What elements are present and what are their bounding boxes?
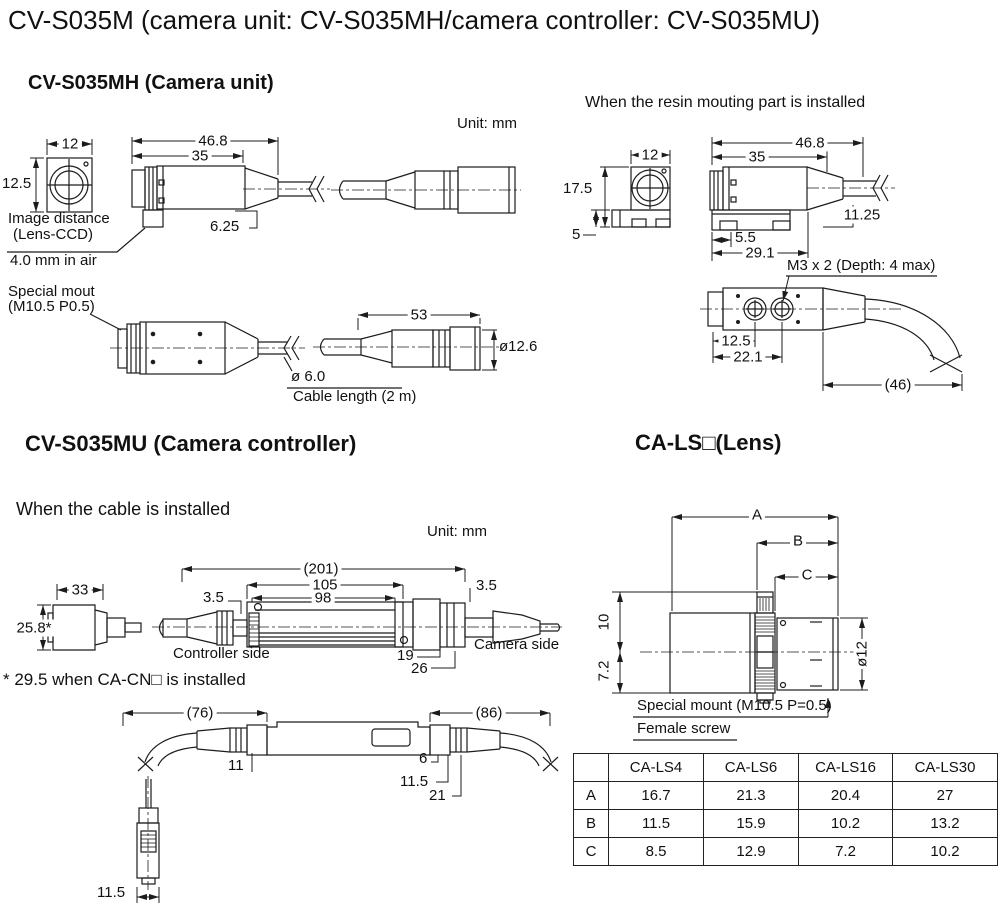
- dim-cable-6: 6: [419, 750, 428, 767]
- lens-mount-label: Special mount (M10.5 P=0.5): [637, 697, 832, 714]
- table-cell: 27: [892, 781, 998, 810]
- table-row-label: C: [573, 837, 609, 866]
- dim-resin-cable-offset: 11.25: [840, 206, 884, 224]
- dim-controller-19: 19: [397, 647, 414, 664]
- dim-lens-lower: 7.2: [595, 660, 613, 682]
- table-row-label: A: [573, 781, 609, 810]
- dim-cable-21: 21: [429, 787, 446, 804]
- table-header-cell: CA-LS30: [892, 753, 998, 782]
- dim-lens-b: B: [789, 532, 807, 550]
- dim-cable-11: 11: [228, 757, 244, 774]
- table-cell: 10.2: [798, 809, 893, 838]
- dim-resin-foot-height: 5: [572, 226, 581, 243]
- dim-cable-right-length: (86): [472, 704, 506, 722]
- dim-controller-98: 98: [311, 589, 335, 607]
- cable-length-label: Cable length (2 m): [293, 388, 417, 405]
- dim-connector-length: 53: [407, 306, 431, 324]
- screw-note-label: M3 x 2 (Depth: 4 max): [787, 257, 936, 274]
- table-header-cell: [573, 753, 609, 782]
- table-cell: 13.2: [892, 809, 998, 838]
- controller-vertical-plug-view: [136, 776, 160, 903]
- camera-side-label: Camera side: [474, 636, 560, 653]
- section-lens-heading: CA-LS□(Lens): [635, 430, 782, 455]
- controller-cable-view: [122, 710, 559, 797]
- section-camera-unit-heading: CV-S035MH (Camera unit): [28, 72, 274, 94]
- dim-side-overall: 46.8: [195, 132, 231, 150]
- table-cell: 16.7: [608, 781, 704, 810]
- camera-connector-view: [331, 166, 521, 214]
- page-title: CV-S035M (camera unit: CV-S035MH/camera …: [8, 5, 821, 35]
- dim-controller-105: 105: [309, 576, 341, 594]
- table-cell: 15.9: [703, 809, 799, 838]
- resin-bottom-view: [700, 287, 963, 391]
- image-distance-value: 4.0 mm in air: [10, 252, 97, 269]
- dim-front-width: 12: [58, 135, 82, 153]
- table-row-label: B: [573, 809, 609, 838]
- dim-resin-front-width: 12: [638, 146, 662, 164]
- dim-resin-screw2-offset: 22.1: [730, 348, 766, 366]
- resin-mount-heading: When the resin mouting part is installed: [585, 94, 866, 111]
- dim-lens-c: C: [798, 566, 816, 584]
- dim-resin-screw1-offset: 12.5: [718, 332, 754, 350]
- dim-resin-front-height: 17.5: [563, 180, 593, 197]
- lens-side-view: [612, 514, 868, 741]
- section-controller-heading: CV-S035MU (Camera controller): [25, 431, 357, 456]
- controller-side-view: [152, 566, 562, 669]
- lens-screw-label: Female screw: [637, 720, 731, 737]
- dim-controller-offset-left: 3.5: [203, 589, 224, 606]
- table-header-cell: CA-LS4: [608, 753, 704, 782]
- dim-resin-mount-length: 29.1: [742, 244, 778, 262]
- unit-label-controller: Unit: mm: [427, 523, 487, 540]
- table-row: A 16.7 21.3 20.4 27: [573, 781, 998, 810]
- unit-label-camera: Unit: mm: [457, 115, 517, 132]
- dim-cable-diameter: ø 6.0: [291, 368, 326, 385]
- table-cell: 12.9: [703, 837, 799, 866]
- dim-vplug-width: 11.5: [97, 884, 126, 901]
- table-cell: 21.3: [703, 781, 799, 810]
- dim-cable-11-5: 11.5: [400, 773, 429, 790]
- dim-resin-side-overall: 46.8: [792, 134, 828, 152]
- dim-plug-width: 33: [68, 581, 92, 599]
- dim-controller-26: 26: [411, 660, 428, 677]
- table-cell: 20.4: [798, 781, 893, 810]
- image-distance-label-1: Image distance: [8, 210, 110, 227]
- camera-front-view: [30, 139, 93, 213]
- lens-dimension-table: CA-LS4 CA-LS6 CA-LS16 CA-LS30 A 16.7 21.…: [573, 753, 998, 866]
- dim-controller-offset-right: 3.5: [476, 577, 497, 594]
- table-cell: 8.5: [608, 837, 704, 866]
- table-cell: 11.5: [608, 809, 704, 838]
- special-mount-label-1: Special mout: [8, 283, 95, 300]
- camera-cable-view: [89, 312, 500, 389]
- controller-subheading: When the cable is installed: [16, 499, 231, 519]
- dim-controller-overall: (201): [300, 560, 342, 578]
- dim-lens-a: A: [748, 506, 766, 524]
- table-cell: 7.2: [798, 837, 893, 866]
- dim-lens-diameter: ø12: [853, 639, 871, 669]
- dim-plug-height: 25.8*: [13, 619, 55, 637]
- special-mount-label-2: (M10.5 P0.5): [8, 298, 95, 315]
- camera-side-view: [7, 137, 330, 253]
- dim-resin-notch-offset: 5.5: [735, 229, 756, 246]
- resin-front-view: [583, 150, 671, 236]
- table-header-cell: CA-LS16: [798, 753, 893, 782]
- table-cell: 10.2: [892, 837, 998, 866]
- controller-footnote: * 29.5 when CA-CN□ is installed: [3, 670, 246, 689]
- table-header-row: CA-LS4 CA-LS6 CA-LS16 CA-LS30: [573, 753, 998, 782]
- image-distance-label-2: (Lens-CCD): [13, 226, 94, 243]
- dim-resin-side-body: 35: [745, 148, 769, 166]
- dim-side-body: 35: [188, 147, 212, 165]
- table-header-cell: CA-LS6: [703, 753, 799, 782]
- dim-lens-upper: 10: [595, 613, 613, 631]
- dim-side-rear-offset: 6.25: [210, 218, 240, 235]
- controller-side-label: Controller side: [173, 645, 270, 662]
- dim-resin-cable-bend: (46): [881, 376, 915, 394]
- resin-side-view: [709, 137, 937, 302]
- dim-cable-left-length: (76): [183, 704, 217, 722]
- dim-connector-diameter: ø12.6: [499, 338, 538, 355]
- table-row: B 11.5 15.9 10.2 13.2: [573, 809, 998, 838]
- dim-front-height: 12.5: [2, 175, 32, 192]
- table-row: C 8.5 12.9 7.2 10.2: [573, 837, 998, 866]
